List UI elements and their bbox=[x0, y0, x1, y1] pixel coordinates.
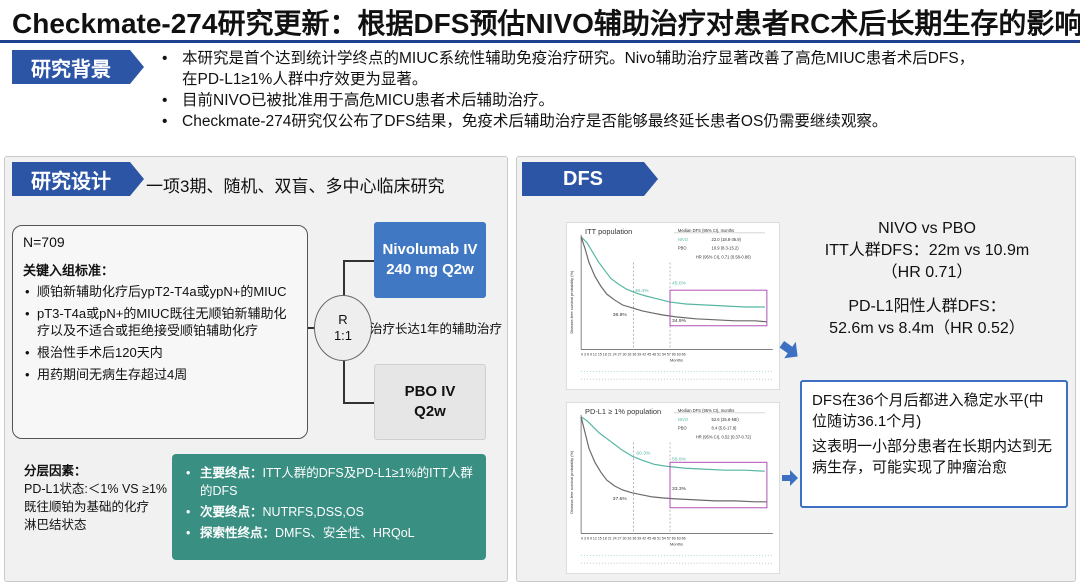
km-row-value: 8.4 (5.6-17.9) bbox=[712, 426, 737, 431]
background-tag-label: 研究背景 bbox=[31, 58, 111, 81]
randomization-circle: R 1:1 bbox=[314, 295, 372, 361]
tag-notch bbox=[130, 50, 144, 84]
result-block: PD-L1阳性人群DFS： 52.6m vs 8.4m（HR 0.52） bbox=[792, 296, 1062, 340]
strat-item: 既往顺铂为基础的化疗 bbox=[24, 500, 150, 514]
result-title: NIVO vs PBO bbox=[878, 220, 976, 237]
treatment-duration-note: 治疗长达1年的辅助治疗 bbox=[370, 322, 502, 336]
arrow-icon bbox=[779, 340, 798, 359]
arrow-icon bbox=[782, 470, 798, 486]
background-bullet: 本研究是首个达到统计学终点的MIUC系统性辅助免疫治疗研究。Nivo辅助治疗显著… bbox=[160, 48, 1070, 69]
km-label: 38.8% bbox=[613, 312, 628, 318]
km-row-label: NIVO bbox=[678, 417, 689, 422]
design-subtitle: 一项3期、随机、双盲、多中心临床研究 bbox=[146, 177, 445, 196]
endpoint-item: 探索性终点：DMFS、安全性、HRQoL bbox=[186, 524, 476, 542]
km-population-label: PD-L1 ≥ 1% population bbox=[585, 407, 661, 416]
km-y-label: Disease-free survival probability (%) bbox=[569, 270, 574, 334]
km-row-label: PBO bbox=[678, 426, 688, 431]
criteria-header: 关键入组标准： bbox=[23, 263, 115, 278]
conclusion-text: 这表明一小部分患者在长期内达到无病生存，可能实现了肿瘤治愈 bbox=[812, 438, 1053, 476]
km-label: 45.0% bbox=[672, 280, 687, 286]
background-bullet: Checkmate-274研究仅公布了DFS结果，免疫术后辅助治疗是否能够最终延… bbox=[160, 111, 1070, 132]
background-bullet: 目前NIVO已被批准用于高危MICU患者术后辅助治疗。 bbox=[160, 90, 1070, 111]
rand-label: R bbox=[338, 312, 348, 327]
itt-result: ITT人群DFS：22m vs 10.9m bbox=[824, 242, 1030, 259]
pdl1-result-label: PD-L1阳性人群DFS： bbox=[848, 298, 1006, 315]
tag-notch bbox=[644, 162, 658, 196]
results-summary: NIVO vs PBO ITT人群DFS：22m vs 10.9m （HR 0.… bbox=[792, 218, 1062, 352]
plateau-highlight bbox=[669, 289, 768, 327]
strat-item: PD-L1状态:＜1% VS ≥1% bbox=[24, 482, 168, 496]
km-table-header: Median DFS (95% CI), months bbox=[678, 228, 734, 233]
conclusion-text: DFS在36个月后都进入稳定水平(中位随访36.1个月) bbox=[812, 392, 1044, 430]
connector-line bbox=[308, 327, 316, 329]
dfs-tag-label: DFS bbox=[563, 167, 603, 190]
placebo-arm: PBO IV Q2w bbox=[374, 364, 486, 440]
background-bullet-continuation: 在PD-L1≥1%人群中疗效更为显著。 bbox=[182, 71, 428, 88]
nivolumab-arm: Nivolumab IV 240 mg Q2w bbox=[374, 222, 486, 298]
km-row-value: 10.9 (8.3-15.2) bbox=[712, 246, 740, 251]
title-underline bbox=[0, 40, 1080, 43]
km-label: 37.6% bbox=[613, 496, 628, 502]
km-y-label: Disease-free survival probability (%) bbox=[569, 450, 574, 514]
dfs-tag: DFS bbox=[522, 162, 658, 196]
stratification-factors: 分层因素： PD-L1状态:＜1% VS ≥1% 既往顺铂为基础的化疗 淋巴结状… bbox=[24, 462, 167, 534]
km-row-label: PBO bbox=[678, 246, 688, 251]
strat-header: 分层因素： bbox=[24, 464, 87, 478]
page-title: Checkmate-274研究更新：根据DFS预估NIVO辅助治疗对患者RC术后… bbox=[12, 8, 1080, 39]
km-table-header: Median DFS (95% CI), months bbox=[678, 408, 734, 413]
km-hr: HR (95% CI), 0.71 (0.58-0.86) bbox=[696, 255, 752, 260]
pdl1-result: 52.6m vs 8.4m（HR 0.52） bbox=[829, 320, 1025, 337]
arm-dose: 240 mg Q2w bbox=[386, 261, 474, 278]
criteria-item: 根治性手术后120天内 bbox=[23, 344, 297, 361]
arm-name: PBO IV bbox=[404, 383, 456, 400]
km-plot-pdl1: PD-L1 ≥ 1% population Median DFS (95% CI… bbox=[566, 402, 780, 574]
km-label: 56.9% bbox=[672, 456, 687, 462]
arm-dose: Q2w bbox=[414, 403, 446, 420]
result-block: NIVO vs PBO ITT人群DFS：22m vs 10.9m （HR 0.… bbox=[792, 218, 1062, 284]
background-tag: 研究背景 bbox=[12, 50, 144, 84]
km-x-ticks: 0 3 6 9 12 15 18 21 24 27 30 33 36 39 42… bbox=[581, 536, 686, 540]
km-label: 48.4% bbox=[634, 288, 649, 294]
km-x-ticks: 0 3 6 9 12 15 18 21 24 27 30 33 36 39 42… bbox=[581, 352, 686, 356]
design-tag-label: 研究设计 bbox=[31, 170, 111, 193]
endpoint-item: 主要终点：ITT人群的DFS及PD-L1≥1%的ITT人群的DFS bbox=[186, 464, 476, 500]
sample-size: N=709 bbox=[23, 234, 65, 250]
km-row-value: 52.6 (25.8-NE) bbox=[712, 417, 740, 422]
km-hr: HR (95% CI), 0.52 (0.37-0.72) bbox=[696, 435, 752, 440]
km-label: 60.3% bbox=[636, 450, 651, 456]
connector-line bbox=[343, 260, 345, 296]
km-population-label: ITT population bbox=[585, 227, 632, 236]
km-plot-itt: ITT population Median DFS (95% CI), mont… bbox=[566, 222, 780, 390]
km-x-label: Months bbox=[670, 541, 683, 546]
arm-name: Nivolumab IV bbox=[382, 241, 478, 258]
background-bullets: 本研究是首个达到统计学终点的MIUC系统性辅助免疫治疗研究。Nivo辅助治疗显著… bbox=[160, 48, 1070, 132]
itt-hr: （HR 0.71） bbox=[881, 264, 973, 281]
connector-line bbox=[343, 402, 374, 404]
km-x-label: Months bbox=[670, 357, 683, 362]
rand-ratio: 1:1 bbox=[333, 328, 353, 343]
km-label: 33.3% bbox=[672, 486, 687, 492]
km-row-value: 22.0 (18.8-36.9) bbox=[712, 237, 742, 242]
endpoint-item: 次要终点：NUTRFS,DSS,OS bbox=[186, 503, 476, 521]
tag-notch bbox=[130, 162, 144, 196]
km-row-label: NIVO bbox=[678, 237, 689, 242]
strat-item: 淋巴结状态 bbox=[24, 518, 87, 532]
design-tag: 研究设计 bbox=[12, 162, 144, 196]
connector-line bbox=[343, 361, 345, 403]
conclusion-box: DFS在36个月后都进入稳定水平(中位随访36.1个月) 这表明一小部分患者在长… bbox=[800, 380, 1068, 508]
criteria-item: pT3-T4a或pN+的MIUC既往无顺铂新辅助化疗以及不适合或拒绝接受顺铂辅助… bbox=[23, 305, 297, 339]
endpoints-box: 主要终点：ITT人群的DFS及PD-L1≥1%的ITT人群的DFS 次要终点：N… bbox=[172, 454, 486, 560]
population-box: N=709 关键入组标准： 顺铂新辅助化疗后ypT2-T4a或ypN+的MIUC… bbox=[12, 225, 308, 439]
plateau-highlight bbox=[669, 461, 768, 509]
criteria-item: 用药期间无病生存超过4周 bbox=[23, 366, 297, 383]
connector-line bbox=[343, 260, 374, 262]
criteria-item: 顺铂新辅助化疗后ypT2-T4a或ypN+的MIUC bbox=[23, 283, 297, 300]
km-label: 34.9% bbox=[672, 318, 687, 324]
